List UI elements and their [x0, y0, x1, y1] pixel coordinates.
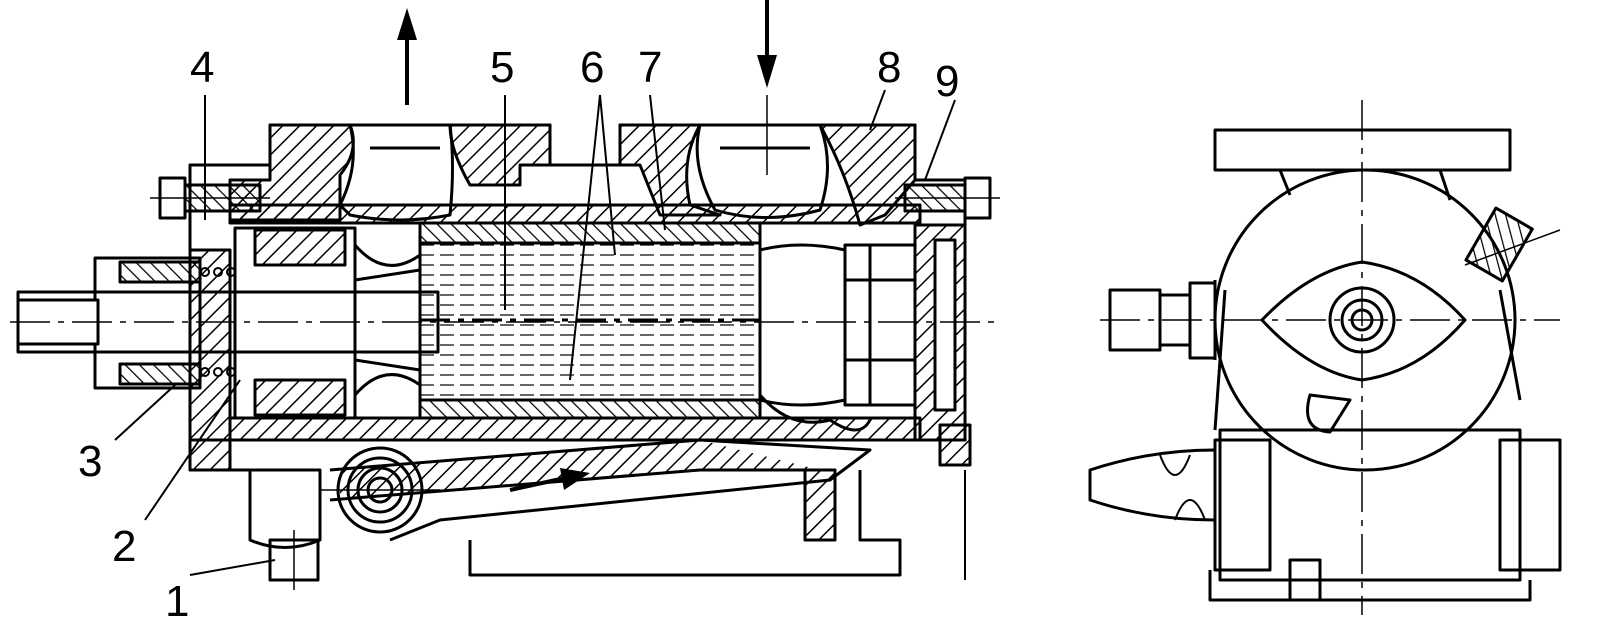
liner-bottom [418, 398, 762, 420]
relief-valve [320, 446, 440, 534]
flange-bolt-right [895, 176, 1000, 220]
end-view-lever [1306, 393, 1352, 434]
bypass-channel [329, 438, 872, 542]
callout-2: 2 [112, 522, 137, 571]
casing-bore-top [228, 203, 922, 225]
bypass-arrowhead [560, 468, 590, 490]
end-view-top-flange [1213, 128, 1512, 172]
callout-1: 1 [165, 577, 190, 626]
end-view-oval-flange [1260, 260, 1467, 382]
casing-foot [468, 470, 902, 577]
casing-wall-top-mid2 [618, 123, 722, 217]
callout-8: 8 [877, 43, 902, 92]
end-view [1088, 100, 1562, 615]
bearing-balls [200, 267, 236, 377]
liner-top [418, 221, 762, 245]
end-view-fitting [1464, 206, 1534, 283]
callout-5: 5 [490, 43, 515, 92]
balance-piston [233, 226, 357, 420]
callout-7: 7 [638, 43, 663, 92]
leader-lines [114, 89, 966, 580]
discharge-arrowhead [397, 8, 417, 40]
end-view-gearbox [1218, 428, 1522, 582]
drain-housing [248, 468, 322, 549]
callout-6: 6 [580, 43, 605, 92]
suction-arrowhead [757, 55, 777, 88]
callout-3: 3 [78, 437, 103, 486]
flange-bolt-left [150, 176, 270, 220]
bypass-arrow [509, 476, 566, 492]
casing-wall-top-mid [448, 123, 552, 187]
callout-4: 4 [190, 43, 215, 92]
housing-left-wall [188, 248, 232, 472]
callout-9: 9 [935, 57, 960, 106]
